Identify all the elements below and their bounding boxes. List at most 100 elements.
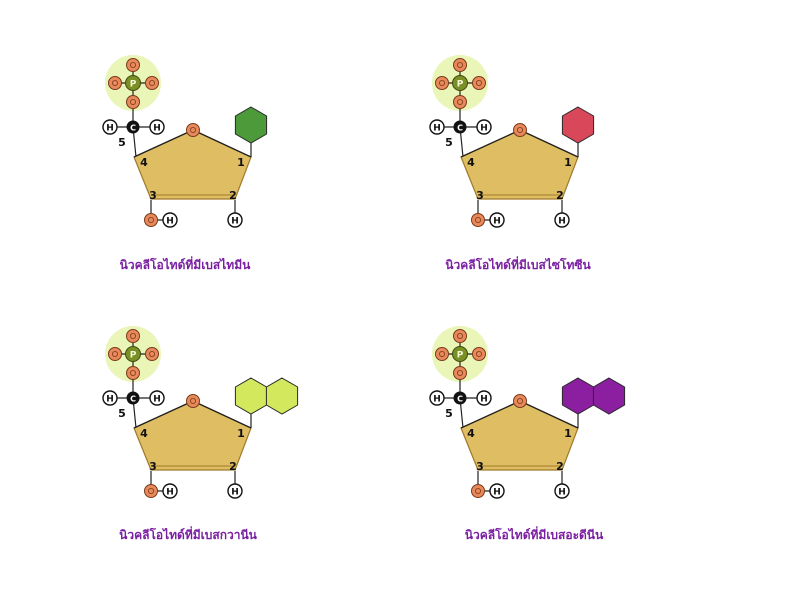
carbon-number-4: 4 xyxy=(467,427,475,440)
c5-hydrogen-right-label: H xyxy=(480,395,488,405)
c3-hydroxyl-hydrogen-label: H xyxy=(493,217,501,227)
ring-oxygen-core xyxy=(189,127,196,134)
c3-oxygen xyxy=(471,484,485,498)
phosphate-oxygen-left xyxy=(108,76,122,90)
phosphate-oxygen-left xyxy=(435,76,449,90)
c5-hydrogen-left-label: H xyxy=(433,395,441,405)
phosphate-oxygen-left-core xyxy=(439,80,446,87)
phosphate-oxygen-bottom xyxy=(453,366,467,380)
c5-hydrogen-left xyxy=(102,119,118,135)
carbon-number-3: 3 xyxy=(476,460,484,473)
phosphate-oxygen-bottom xyxy=(126,95,140,109)
phosphate-oxygen-right-core xyxy=(475,351,482,358)
c3-oxygen-core xyxy=(147,487,154,494)
carbon-number-4: 4 xyxy=(140,156,148,169)
carbon-number-3: 3 xyxy=(149,460,157,473)
c3-hydroxyl-hydrogen xyxy=(489,212,505,228)
c2-hydrogen-label: H xyxy=(231,217,239,227)
phosphate-oxygen-right xyxy=(472,76,486,90)
c2-hydrogen-label: H xyxy=(558,488,566,498)
phosphate-oxygen-top xyxy=(126,329,140,343)
carbon-number-3: 3 xyxy=(476,189,484,202)
c3-hydroxyl-hydrogen-label: H xyxy=(166,488,174,498)
phosphorus-label: P xyxy=(457,351,464,361)
phosphorus-label: P xyxy=(130,351,137,361)
c5-carbon-label: C xyxy=(457,395,463,404)
carbon-number-2: 2 xyxy=(556,189,564,202)
c5-hydrogen-right-label: H xyxy=(153,124,161,134)
sugar-bond-c4-o xyxy=(460,129,521,158)
phosphate-oxygen-bottom-core xyxy=(456,99,463,106)
sugar-bond-c4-o xyxy=(133,400,194,429)
c3-oxygen-core xyxy=(474,487,481,494)
ring-oxygen-core xyxy=(516,398,523,405)
c2-hydrogen xyxy=(227,483,243,499)
carbon-number-2: 2 xyxy=(556,460,564,473)
phosphorus-atom xyxy=(452,75,468,91)
phosphate-oxygen-bottom xyxy=(126,366,140,380)
ring-oxygen xyxy=(186,394,200,408)
phosphate-oxygen-bottom-core xyxy=(129,99,136,106)
c5-carbon-atom xyxy=(453,391,467,405)
phosphate-oxygen-bottom-core xyxy=(456,370,463,377)
base-ring xyxy=(234,106,268,144)
c5-hydrogen-left xyxy=(429,390,445,406)
c3-oxygen-core xyxy=(147,216,154,223)
phosphorus-label: P xyxy=(130,80,137,90)
carbon-number-1: 1 xyxy=(564,156,572,169)
phosphorus-atom xyxy=(125,75,141,91)
phosphate-oxygen-bottom xyxy=(453,95,467,109)
c3-hydroxyl-hydrogen-label: H xyxy=(493,488,501,498)
carbon-number-4: 4 xyxy=(140,427,148,440)
c5-carbon-label: C xyxy=(457,124,463,133)
c5-carbon-atom xyxy=(126,120,140,134)
phosphate-oxygen-right-core xyxy=(148,351,155,358)
base-ring xyxy=(561,106,595,144)
sugar-bond-o-c1 xyxy=(519,129,579,158)
sugar-bond-c4-o xyxy=(460,400,521,429)
phosphate-oxygen-bottom-core xyxy=(129,370,136,377)
c5-hydrogen-left xyxy=(429,119,445,135)
c5-carbon-label: C xyxy=(130,124,136,133)
sugar-bond-c4-o xyxy=(133,129,194,158)
carbon-number-2: 2 xyxy=(229,460,237,473)
c5-hydrogen-right xyxy=(149,119,165,135)
carbon-number-5: 5 xyxy=(118,407,126,420)
c5-hydrogen-right xyxy=(149,390,165,406)
phosphate-oxygen-left xyxy=(108,347,122,361)
phosphate-oxygen-top-core xyxy=(129,62,136,69)
base-ring-six xyxy=(561,377,595,415)
phosphate-oxygen-top-core xyxy=(456,62,463,69)
c5-hydrogen-right xyxy=(476,119,492,135)
c5-hydrogen-right-label: H xyxy=(480,124,488,134)
c5-carbon-atom xyxy=(453,120,467,134)
carbon-number-5: 5 xyxy=(445,407,453,420)
phosphate-oxygen-left-core xyxy=(112,351,119,358)
base-ring-fused xyxy=(592,377,626,415)
caption-thymine: นิวคลีโอไทด์ที่มีเบสไทมีน xyxy=(119,258,251,272)
c2-hydrogen xyxy=(554,212,570,228)
c3-oxygen-core xyxy=(474,216,481,223)
phosphorus-label: P xyxy=(457,80,464,90)
c5-carbon-label: C xyxy=(130,395,136,404)
caption-adenine: นิวคลีโอไทด์ที่มีเบสอะดีนีน xyxy=(464,528,604,542)
phosphate-oxygen-right xyxy=(145,76,159,90)
phosphate-oxygen-left-core xyxy=(112,80,119,87)
c5-hydrogen-left xyxy=(102,390,118,406)
carbon-number-3: 3 xyxy=(149,189,157,202)
c5-carbon-atom xyxy=(126,391,140,405)
carbon-number-5: 5 xyxy=(445,136,453,149)
carbon-number-5: 5 xyxy=(118,136,126,149)
phosphate-oxygen-top xyxy=(453,329,467,343)
phosphorus-atom xyxy=(452,346,468,362)
c3-hydroxyl-hydrogen xyxy=(489,483,505,499)
c5-hydrogen-right-label: H xyxy=(153,395,161,405)
ring-oxygen xyxy=(186,123,200,137)
c5-hydrogen-right xyxy=(476,390,492,406)
phosphate-oxygen-top-core xyxy=(456,333,463,340)
phosphate-oxygen-right xyxy=(472,347,486,361)
c2-hydrogen xyxy=(227,212,243,228)
